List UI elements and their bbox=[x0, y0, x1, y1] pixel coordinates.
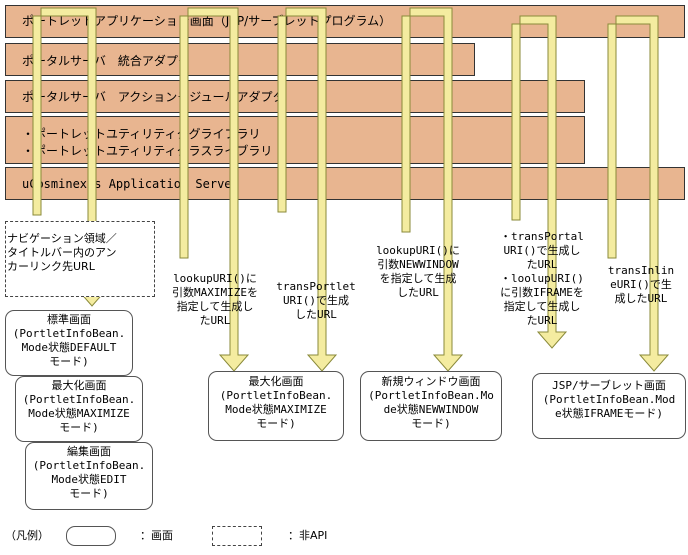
lookup-newwindow-label: lookupURI()に 引数NEWWINDOW を指定して生成 したURL bbox=[376, 244, 460, 299]
trans-portal-iframe-label: ・transPortal URI()で生成し たURL ・loolupURI()… bbox=[500, 230, 584, 327]
legend-open: （凡例） bbox=[5, 529, 49, 542]
screen-new-window: 新規ウィンドウ画面 (PortletInfoBean.Mo de状態NEWWIN… bbox=[360, 371, 502, 441]
layer-integration-adapter-label: ポータルサーバ 統合アダプタ bbox=[22, 54, 190, 68]
layer-app-server: uCosminexus Application Server bbox=[5, 167, 685, 200]
screen-jsp-servlet: JSP/サーブレット画面 (PortletInfoBean.Mod e状態IFR… bbox=[532, 373, 686, 439]
legend-screen-label: ：画面 bbox=[140, 529, 173, 542]
layer-portlet-app-label: ポートレットアプリケーション画面（JSP/サーブレットプログラム） bbox=[22, 14, 392, 28]
layer-utility-tag-lib: ・ポートレットユティリティタグライブラリ bbox=[22, 127, 261, 141]
layer-portlet-app: ポートレットアプリケーション画面（JSP/サーブレットプログラム） bbox=[5, 5, 685, 38]
nav-anchor-label: ナビゲーション領域／ タイトルバー内のアン カーリンク先URL bbox=[7, 232, 117, 273]
legend-non-api-label: ：非API bbox=[288, 529, 328, 542]
layer-utility-class-lib: ・ポートレットユティリティクラスライブラリ bbox=[22, 144, 273, 158]
legend-screen-swatch bbox=[66, 526, 116, 546]
trans-portlet-label: transPortlet URI()で生成 したURL bbox=[276, 280, 356, 321]
layer-action-module-adapter-label: ポータルサーバ アクションモジュールアダプタ bbox=[22, 90, 285, 104]
screen-edit: 編集画面 (PortletInfoBean. Mode状態EDIT モード) bbox=[25, 442, 153, 510]
screen-maximized-left: 最大化画面 (PortletInfoBean. Mode状態MAXIMIZE モ… bbox=[15, 376, 143, 442]
lookup-maximize-label: lookupURI()に 引数MAXIMIZEを 指定して生成し たURL bbox=[172, 272, 258, 327]
layer-utility-libs: ・ポートレットユティリティタグライブラリ ・ポートレットユティリティクラスライブ… bbox=[5, 116, 585, 164]
trans-inline-label: transInlin eURI()で生 成したURL bbox=[607, 264, 675, 305]
layer-integration-adapter: ポータルサーバ 統合アダプタ bbox=[5, 43, 475, 76]
screen-standard: 標準画面 (PortletInfoBean. Mode状態DEFAULT モード… bbox=[5, 310, 133, 376]
screen-maximized-mid: 最大化画面 (PortletInfoBean. Mode状態MAXIMIZE モ… bbox=[208, 371, 344, 441]
nav-anchor-box bbox=[5, 221, 155, 297]
legend-non-api-swatch bbox=[212, 526, 262, 546]
layer-action-module-adapter: ポータルサーバ アクションモジュールアダプタ bbox=[5, 80, 585, 113]
layer-app-server-label: uCosminexus Application Server bbox=[22, 177, 239, 191]
